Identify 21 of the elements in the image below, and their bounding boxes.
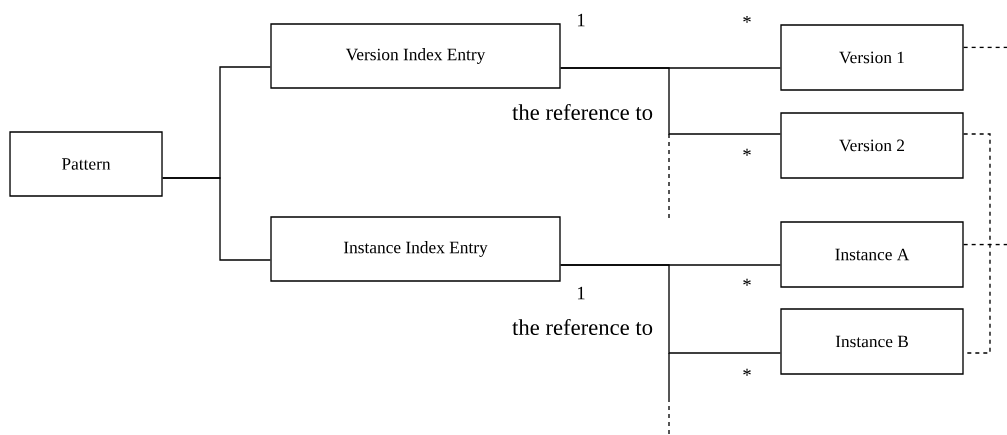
- annotation-text: the reference to: [512, 318, 653, 336]
- multiplicity-label: 1: [577, 13, 585, 27]
- class-box: Instance B: [780, 308, 964, 375]
- class-box: Instance Index Entry: [270, 216, 561, 282]
- connector-line: [560, 264, 781, 354]
- multiplicity-label: *: [743, 148, 751, 156]
- class-box: Instance A: [780, 221, 964, 288]
- class-box: Version 2: [780, 112, 964, 179]
- multiplicity-label: 1: [577, 286, 585, 300]
- connector-line: [963, 46, 1007, 49]
- class-box: Version Index Entry: [270, 23, 561, 89]
- annotation-text: the reference to: [512, 103, 653, 121]
- class-box: Pattern: [9, 131, 163, 197]
- multiplicity-label: *: [743, 15, 751, 23]
- multiplicity-label: *: [743, 278, 751, 286]
- connector-line: [560, 67, 781, 135]
- class-box: Version 1: [780, 24, 964, 91]
- connector-line: [963, 133, 991, 354]
- connector-line: [162, 177, 271, 261]
- multiplicity-label: *: [743, 368, 751, 376]
- connector-line: [963, 243, 1007, 246]
